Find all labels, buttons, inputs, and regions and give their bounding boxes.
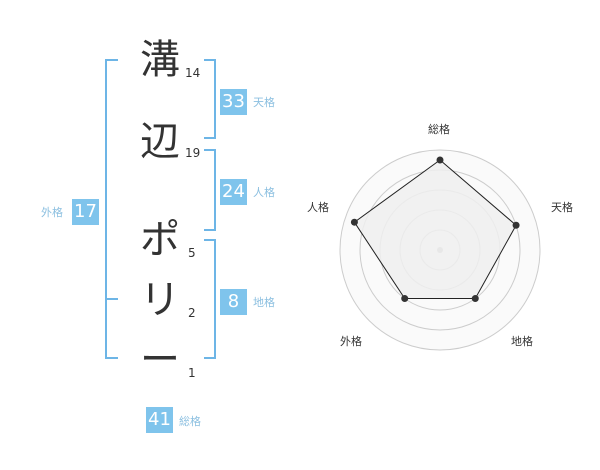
jinkaku-bracket-bottom	[204, 229, 216, 231]
gaikaku-bracket	[105, 59, 107, 359]
soukaku-label: 総格	[179, 415, 201, 428]
name-char-5: ー	[140, 337, 180, 383]
tenkaku-bracket-bottom	[204, 137, 216, 139]
gaikaku-bracket-mid	[105, 298, 118, 300]
tenkaku-bracket	[214, 59, 216, 139]
name-char-3: ポ	[140, 217, 180, 263]
radar-label-tenkaku: 天格	[551, 201, 573, 214]
stroke-count-1: 14	[185, 66, 201, 80]
radar-label-chikaku: 地格	[511, 335, 533, 348]
name-char-2: 辺	[140, 119, 180, 165]
chikaku-bracket-bottom	[204, 357, 216, 359]
jinkaku-value-badge: 24	[220, 179, 247, 205]
stroke-count-4: 2	[188, 306, 196, 320]
gaikaku-value-badge: 17	[72, 199, 99, 225]
radar-label-soukaku: 総格	[428, 123, 450, 136]
gaikaku-bracket-bottom	[105, 357, 118, 359]
gaikaku-bracket-top	[105, 59, 118, 61]
tenkaku-value-badge: 33	[220, 89, 247, 115]
radar-point-3	[471, 295, 479, 303]
stroke-count-5: 1	[188, 366, 196, 380]
radar-point-2	[512, 221, 520, 229]
chikaku-bracket-top	[204, 239, 216, 241]
tenkaku-bracket-top	[204, 59, 216, 61]
name-char-4: リ	[140, 277, 180, 323]
stroke-count-3: 5	[188, 246, 196, 260]
chikaku-label: 地格	[253, 296, 275, 309]
jinkaku-bracket-top	[204, 149, 216, 151]
radar-point-1	[436, 156, 444, 164]
radar-point-4	[401, 295, 409, 303]
tenkaku-label: 天格	[253, 96, 275, 109]
soukaku-value-badge: 41	[146, 407, 173, 433]
chikaku-bracket	[214, 239, 216, 359]
name-char-1: 溝	[140, 37, 180, 83]
chikaku-value-badge: 8	[220, 289, 247, 315]
stroke-count-2: 19	[185, 146, 201, 160]
radar-label-jinkaku: 人格	[307, 201, 329, 214]
jinkaku-label: 人格	[253, 186, 275, 199]
radar-points	[350, 156, 520, 303]
radar-point-5	[350, 218, 358, 226]
gaikaku-label: 外格	[41, 206, 63, 219]
radar-chart	[339, 149, 541, 351]
jinkaku-bracket	[214, 149, 216, 231]
radar-label-gaikaku: 外格	[340, 335, 362, 348]
radar-data-polygon	[353, 159, 517, 300]
